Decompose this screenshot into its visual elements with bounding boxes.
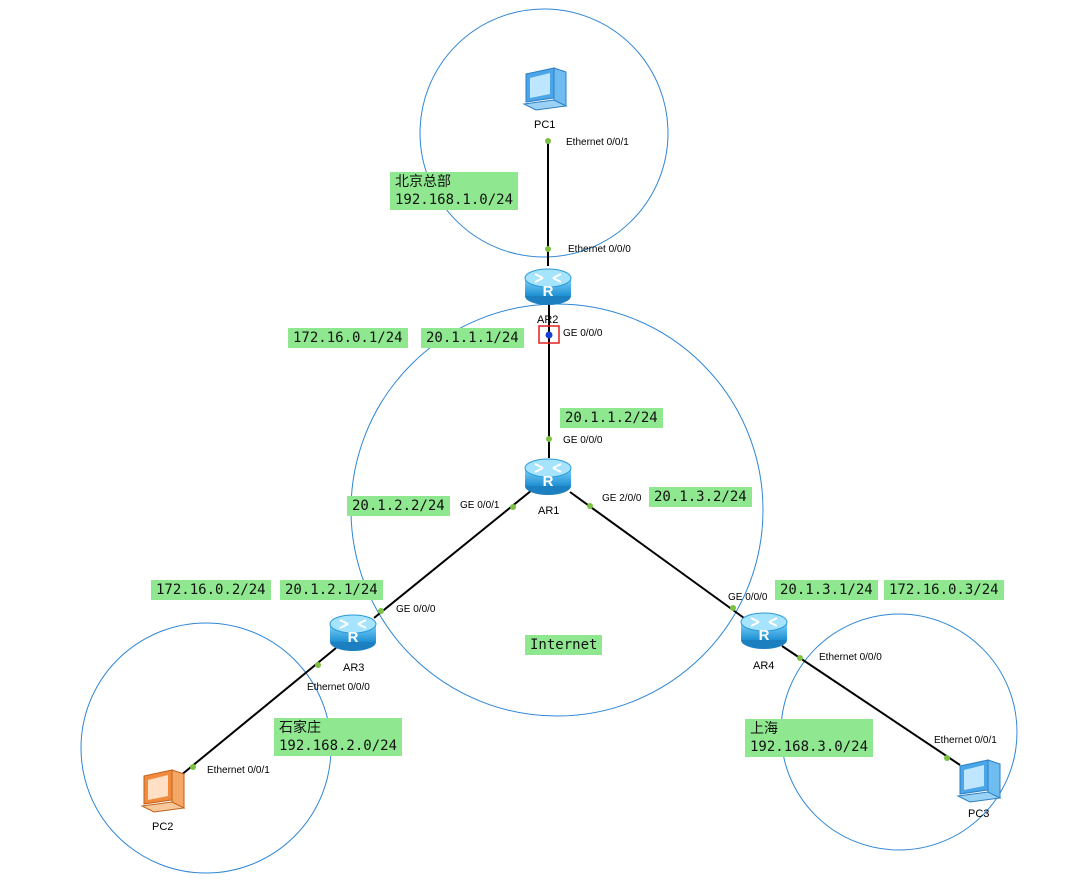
site-name-beijing: 北京总部 (395, 174, 451, 190)
port-dot-icon[interactable] (545, 138, 551, 144)
address-label-ar2-wan: 20.1.1.1/24 (421, 328, 524, 348)
port-dot-icon[interactable] (190, 764, 196, 770)
port-dot-icon[interactable] (546, 436, 552, 442)
address-label-ar4-tunnel: 172.16.0.3/24 (884, 580, 1004, 600)
port-dot-icon[interactable] (587, 503, 593, 509)
link-ar3-pc2[interactable] (179, 647, 337, 777)
port-dot-icon[interactable] (510, 504, 516, 510)
site-subnet-beijing: 192.168.1.0/24 (395, 192, 514, 208)
port-label-pc1-eth: Ethernet 0/0/1 (566, 137, 629, 148)
port-label-ar4-eth: Ethernet 0/0/0 (819, 652, 882, 663)
link-ar1-ar3[interactable] (373, 489, 533, 619)
selected-port-dot-icon[interactable] (545, 331, 553, 339)
site-label-shijiazhuang: 石家庄 192.168.2.0/24 (274, 718, 403, 756)
address-label-ar3-wan: 20.1.2.1/24 (280, 580, 383, 600)
link-ar4-pc3[interactable] (781, 645, 961, 766)
internet-label: Internet (525, 635, 603, 655)
site-name-shanghai: 上海 (750, 721, 778, 737)
link-ar1-ar4[interactable] (569, 491, 745, 619)
port-label-ar2-ge: GE 0/0/0 (563, 328, 603, 339)
address-label-ar1-to-ar4: 20.1.3.2/24 (649, 487, 752, 507)
address-label-ar3-tunnel: 172.16.0.2/24 (151, 580, 271, 600)
device-label-pc2: PC2 (152, 821, 174, 833)
port-label-ar1-ge001: GE 0/0/1 (460, 500, 500, 511)
router-icon-ar4[interactable] (740, 612, 788, 650)
port-label-pc2-eth: Ethernet 0/0/1 (207, 765, 270, 776)
selected-port-box[interactable] (538, 325, 560, 344)
device-label-ar2: AR2 (537, 314, 559, 326)
device-label-ar4: AR4 (753, 660, 775, 672)
address-label-ar2-tunnel: 172.16.0.1/24 (288, 328, 408, 348)
address-label-ar4-wan: 20.1.3.1/24 (775, 580, 878, 600)
router-icon-ar1[interactable] (524, 458, 572, 496)
port-dot-icon[interactable] (730, 605, 736, 611)
address-label-ar1-to-ar3: 20.1.2.2/24 (347, 496, 450, 516)
site-label-shanghai: 上海 192.168.3.0/24 (745, 719, 874, 757)
port-label-ar3-ge: GE 0/0/0 (396, 604, 436, 615)
device-label-pc1: PC1 (534, 119, 556, 131)
port-dot-icon[interactable] (797, 655, 803, 661)
device-label-ar1: AR1 (538, 505, 560, 517)
pc-icon-pc3[interactable] (957, 759, 1001, 803)
address-label-ar1-to-ar2: 20.1.1.2/24 (560, 408, 663, 428)
site-subnet-shanghai: 192.168.3.0/24 (750, 739, 869, 755)
port-label-pc3-eth: Ethernet 0/0/1 (934, 735, 997, 746)
port-dot-icon[interactable] (378, 608, 384, 614)
port-label-ar3-eth: Ethernet 0/0/0 (307, 682, 370, 693)
pc-icon-pc1[interactable] (523, 67, 567, 111)
port-dot-icon[interactable] (944, 755, 950, 761)
port-label-ar4-ge: GE 0/0/0 (728, 592, 768, 603)
pc-icon-pc2[interactable] (141, 769, 185, 813)
port-dot-icon[interactable] (545, 246, 551, 252)
port-dot-icon[interactable] (315, 662, 321, 668)
beijing-area-circle (419, 8, 669, 258)
device-label-pc3: PC3 (968, 808, 990, 820)
site-subnet-shijiazhuang: 192.168.2.0/24 (279, 738, 398, 754)
device-label-ar3: AR3 (343, 662, 365, 674)
router-icon-ar3[interactable] (329, 614, 377, 652)
port-label-ar1-ge000: GE 0/0/0 (563, 435, 603, 446)
port-label-ar2-eth: Ethernet 0/0/0 (568, 244, 631, 255)
site-label-beijing: 北京总部 192.168.1.0/24 (390, 172, 519, 210)
port-label-ar1-ge200: GE 2/0/0 (602, 493, 642, 504)
site-name-shijiazhuang: 石家庄 (279, 720, 321, 736)
router-icon-ar2[interactable] (524, 268, 572, 306)
